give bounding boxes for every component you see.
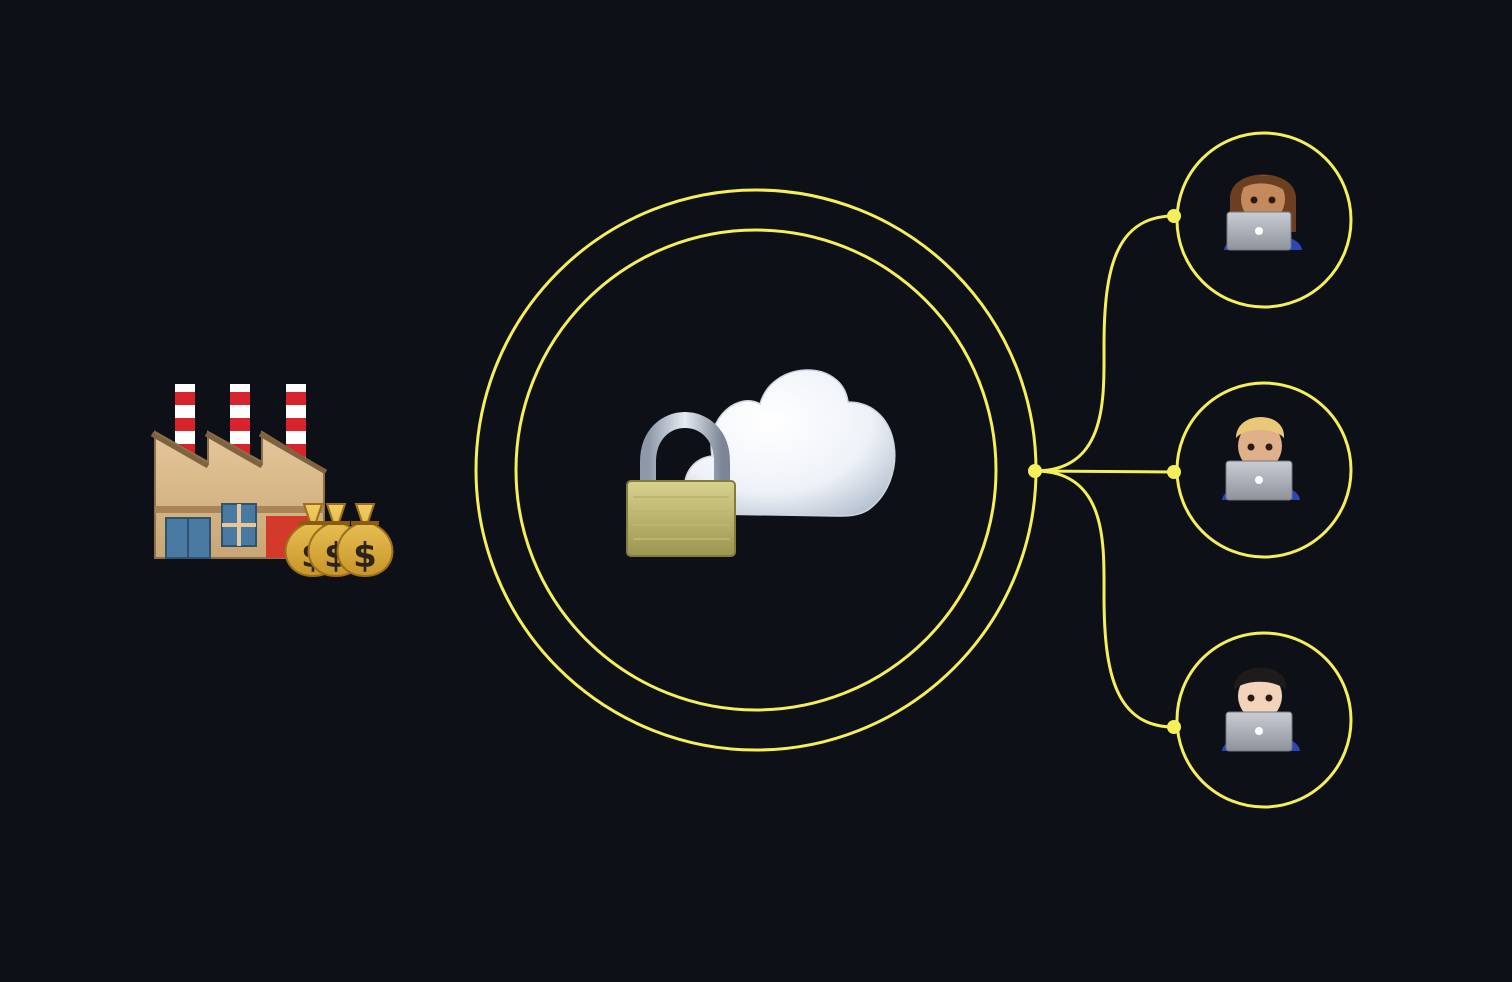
user-ring bbox=[1175, 631, 1353, 809]
user-node bbox=[1175, 381, 1353, 559]
chimney bbox=[286, 384, 306, 458]
connector-top bbox=[1034, 214, 1175, 473]
money-bags-group: $ $ $ bbox=[284, 503, 394, 578]
connector-dot-middle bbox=[1167, 465, 1181, 479]
chimney bbox=[230, 384, 250, 458]
user-ring bbox=[1175, 131, 1353, 309]
padlock-icon bbox=[626, 412, 736, 557]
connectors bbox=[1034, 214, 1175, 729]
woman-technologist-icon bbox=[1224, 174, 1302, 251]
connector-middle bbox=[1034, 469, 1175, 474]
padlock-shackle bbox=[640, 412, 730, 484]
hub-dot bbox=[1028, 464, 1042, 478]
svg-text:$: $ bbox=[353, 536, 377, 576]
user-node bbox=[1175, 631, 1353, 809]
cloud-icon bbox=[683, 369, 896, 517]
inner-ring bbox=[514, 228, 998, 712]
factory-icon bbox=[150, 384, 328, 559]
user-ring bbox=[1175, 381, 1353, 559]
connector-bottom bbox=[1034, 469, 1175, 729]
money-bag-icon: $ bbox=[336, 503, 394, 578]
man-technologist-icon bbox=[1222, 667, 1300, 752]
padlock-body bbox=[626, 480, 736, 557]
user-node bbox=[1175, 131, 1353, 309]
blond-technologist-icon bbox=[1222, 417, 1300, 501]
